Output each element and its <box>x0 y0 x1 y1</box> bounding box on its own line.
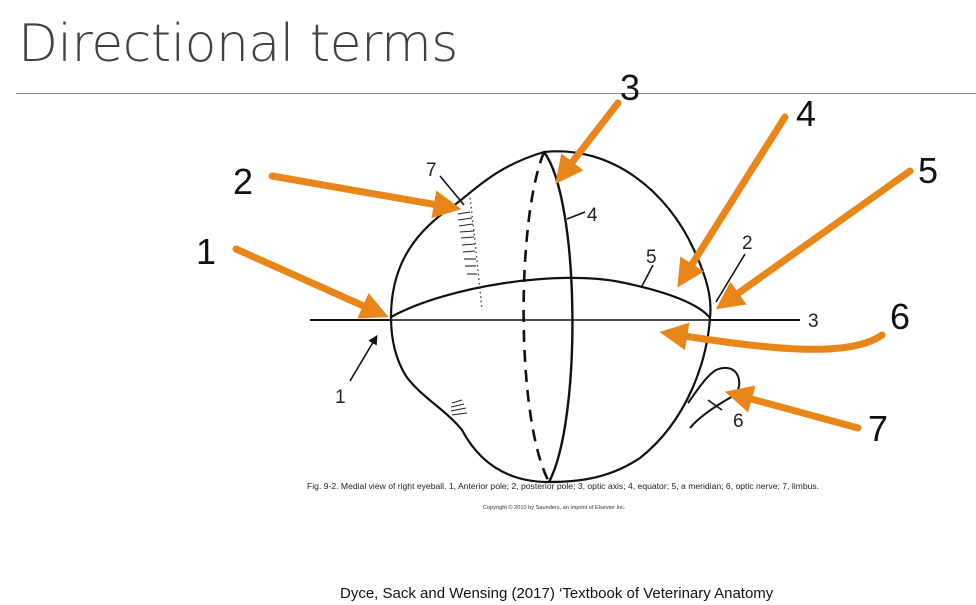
fig-label-1: 1 <box>335 387 346 408</box>
annotation-label-7: 7 <box>868 408 888 449</box>
annotation-label-2: 2 <box>233 161 253 202</box>
annotation-label-3: 3 <box>620 67 640 108</box>
fig-label-5: 5 <box>646 247 657 268</box>
orange-arrow-2 <box>268 172 462 219</box>
orange-arrow-4 <box>677 113 789 288</box>
figure-caption: Fig. 9-2. Medial view of right eyeball. … <box>307 481 820 491</box>
orange-arrow-1 <box>232 245 389 319</box>
leader-7 <box>439 175 465 206</box>
slide-title: Directional terms <box>18 14 458 74</box>
fig-label-6: 6 <box>733 411 744 432</box>
orange-arrow-3 <box>555 99 622 184</box>
leader-6 <box>707 399 723 411</box>
limbus-hatching <box>457 211 477 275</box>
leader-1-arrow <box>349 334 378 382</box>
eyeball-outline <box>389 150 712 484</box>
orange-arrow-5 <box>715 167 914 310</box>
orange-arrow-7 <box>724 385 862 432</box>
fig-label-4: 4 <box>587 205 598 226</box>
fig-label-3: 3 <box>808 311 819 332</box>
fig-label-7: 7 <box>426 160 437 181</box>
orange-arrow-6 <box>659 322 886 353</box>
lower-hatching <box>450 399 468 416</box>
orange-arrows <box>232 99 914 432</box>
leader-5 <box>641 264 654 287</box>
source-citation: Dyce, Sack and Wensing (2017) ‘Textbook … <box>340 585 774 602</box>
title-divider <box>16 93 976 94</box>
leader-4 <box>566 211 586 220</box>
optic-nerve <box>687 366 741 429</box>
annotation-label-5: 5 <box>918 150 938 191</box>
equator-line <box>543 151 574 483</box>
annotation-label-4: 4 <box>796 93 816 134</box>
meridian-line <box>390 276 711 319</box>
annotation-label-1: 1 <box>196 231 216 272</box>
equator-dashed-line <box>522 151 551 483</box>
limbus-dotted-line <box>469 197 483 311</box>
figure-copyright: Copyright © 2010 by Saunders, an imprint… <box>483 505 626 511</box>
fig-label-2: 2 <box>742 233 753 254</box>
annotation-label-6: 6 <box>890 296 910 337</box>
